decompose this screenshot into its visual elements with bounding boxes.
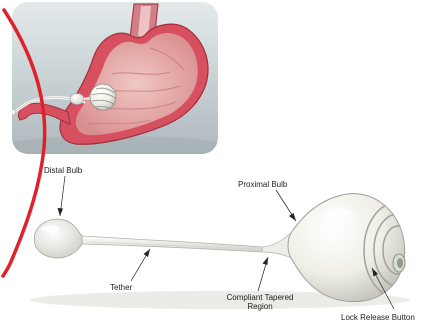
stomach-inset	[0, 2, 235, 160]
leader-arrow-tether	[144, 249, 151, 257]
bulb-highlight	[322, 208, 354, 224]
label-compliant-tapered-region: Compliant Tapered Region	[218, 293, 302, 311]
label-lock-release-button: Lock Release Button	[341, 313, 415, 322]
leader-arrow-compliant-tapered-region	[263, 257, 269, 265]
inset-distal-bulb	[70, 94, 84, 105]
leader-arrow-distal-bulb	[58, 208, 64, 216]
distal-bulb-highlight	[41, 226, 59, 233]
lock-release-button-center	[397, 258, 403, 268]
label-tether: Tether	[110, 283, 132, 292]
catheter-tip	[10, 109, 16, 115]
label-compliant-tapered-region-line1: Compliant Tapered	[218, 293, 302, 302]
distal-bulb	[34, 219, 82, 258]
balloon-device-illustration	[30, 194, 431, 309]
label-proximal-bulb: Proximal Bulb	[238, 180, 287, 189]
compliant-tapered-region	[262, 232, 292, 258]
leader-arrow-proximal-bulb	[289, 213, 296, 221]
label-compliant-tapered-region-line2: Region	[218, 302, 302, 311]
tether	[82, 236, 262, 252]
label-distal-bulb: Distal Bulb	[44, 166, 82, 175]
